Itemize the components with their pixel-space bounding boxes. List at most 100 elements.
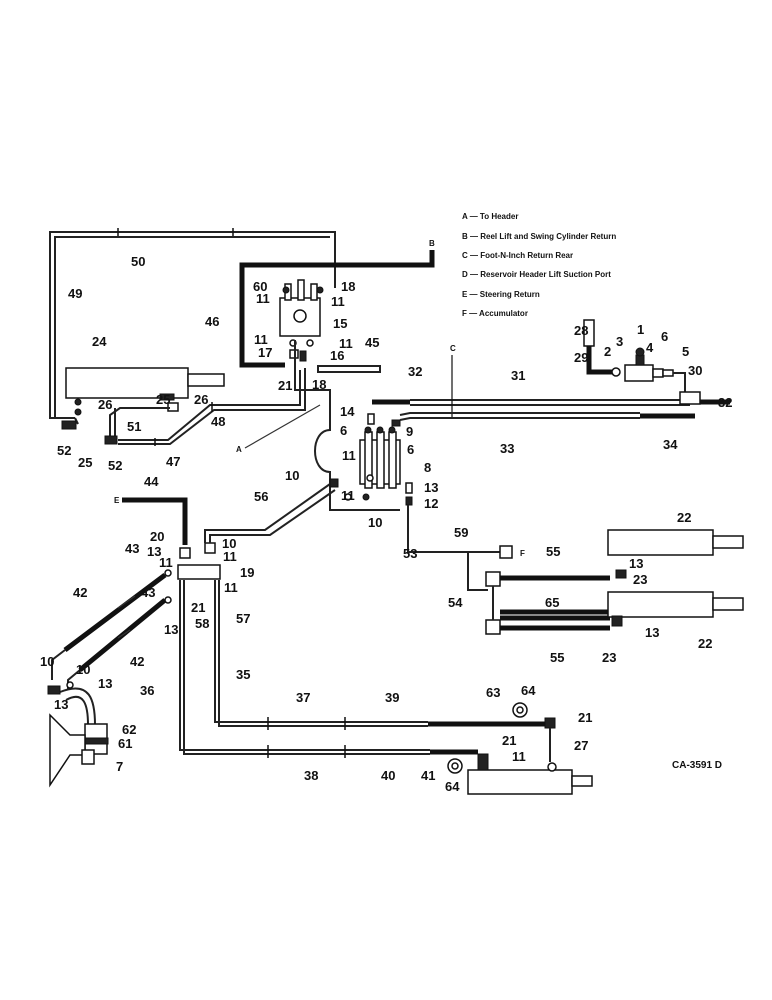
legend-item-f: F — Accumulator — [462, 309, 528, 318]
legend-item-d: D — Reservoir Header Lift Suction Port — [462, 270, 611, 279]
line-36-38-40 — [179, 580, 430, 751]
callout-60: 60 — [253, 279, 267, 294]
callout-52a: 52 — [57, 443, 71, 458]
callout-25a: 25 — [156, 392, 170, 407]
fitting-26a — [74, 398, 82, 406]
callout-13g: 13 — [645, 625, 659, 640]
legend-item-a: A — To Header — [462, 212, 518, 221]
callout-11f: 11 — [341, 488, 355, 503]
callout-45: 45 — [365, 335, 379, 350]
callout-10d: 10 — [40, 654, 54, 669]
callout-27: 27 — [574, 738, 588, 753]
callout-31: 31 — [511, 368, 525, 383]
callout-6b: 6 — [407, 442, 414, 457]
lines-47-48-51 — [104, 368, 306, 446]
steering-wheel — [49, 713, 86, 788]
tube-49-50 — [49, 231, 336, 419]
callout-13d: 13 — [98, 676, 112, 691]
callout-37: 37 — [296, 690, 310, 705]
accumulator-f — [499, 545, 513, 559]
callout-19: 19 — [240, 565, 254, 580]
callout-30: 30 — [688, 363, 702, 378]
callout-11c: 11 — [254, 332, 268, 347]
line-45 — [317, 365, 381, 373]
legend-item-c: C — Foot-N-Inch Return Rear — [462, 251, 573, 260]
callout-28: 28 — [574, 323, 588, 338]
callout-14: 14 — [340, 404, 355, 419]
line-56 — [204, 483, 331, 543]
hose-29 — [586, 346, 615, 375]
callout-40: 40 — [381, 768, 395, 783]
callout-65: 65 — [545, 595, 559, 610]
fitting-60 — [282, 286, 290, 294]
port-a: A — [236, 445, 242, 454]
steering-unit — [47, 681, 109, 788]
callout-10c: 10 — [222, 536, 236, 551]
callout-22a: 22 — [677, 510, 691, 525]
callout-23b: 23 — [602, 650, 616, 665]
callout-21b: 21 — [191, 600, 205, 615]
fitting-14 — [367, 413, 375, 425]
callout-3: 3 — [616, 334, 623, 349]
callout-38: 38 — [304, 768, 318, 783]
callout-64b: 64 — [445, 779, 460, 794]
callout-4: 4 — [646, 340, 654, 355]
callout-21c: 21 — [578, 710, 592, 725]
callout-29: 29 — [574, 350, 588, 365]
callout-39: 39 — [385, 690, 399, 705]
callout-11d: 11 — [339, 336, 353, 351]
callout-10e: 10 — [76, 662, 90, 677]
callout-52b: 52 — [108, 458, 122, 473]
reservoir-neck — [187, 373, 225, 387]
callout-20: 20 — [150, 529, 164, 544]
hose-44 — [122, 497, 188, 545]
hose-42-upper — [63, 573, 167, 652]
line-35-37-39 — [214, 580, 428, 723]
fitting-12 — [405, 496, 413, 506]
callout-63: 63 — [486, 685, 500, 700]
callout-11e: 11 — [342, 448, 356, 463]
steering-return-e — [122, 478, 352, 580]
callout-58: 58 — [195, 616, 209, 631]
valve-19 — [177, 564, 221, 580]
callout-9: 9 — [406, 424, 413, 439]
valve-block-upper — [239, 250, 435, 405]
callout-18b: 18 — [312, 377, 326, 392]
callout-5: 5 — [682, 344, 689, 359]
callout-13b: 13 — [147, 544, 161, 559]
fitting-30 — [679, 391, 701, 405]
callout-33: 33 — [500, 441, 514, 456]
callout-8: 8 — [424, 460, 431, 475]
callout-1: 1 — [637, 322, 644, 337]
callout-11b: 11 — [331, 294, 345, 309]
return-loop-lines — [49, 228, 336, 419]
callout-34: 34 — [663, 437, 678, 452]
port-e: E — [114, 496, 120, 505]
callout-53: 53 — [403, 546, 417, 561]
callout-10a: 10 — [285, 468, 299, 483]
callout-26a: 26 — [98, 397, 112, 412]
fitting-20 — [179, 547, 191, 559]
callout-10b: 10 — [368, 515, 382, 530]
callout-46: 46 — [205, 314, 219, 329]
callout-49: 49 — [68, 286, 82, 301]
callout-61: 61 — [118, 736, 132, 751]
callout-17: 17 — [258, 345, 272, 360]
callout-62: 62 — [122, 722, 136, 737]
callout-18a: 18 — [341, 279, 355, 294]
cylinder-27 — [467, 769, 573, 795]
drawing-code: CA-3591 D — [672, 760, 722, 771]
fitting-9 — [391, 419, 401, 427]
elbow-52 — [61, 420, 77, 430]
callout-54: 54 — [448, 595, 463, 610]
callout-21a: 21 — [278, 378, 292, 393]
legend-item-e: E — Steering Return — [462, 290, 540, 299]
callout-48: 48 — [211, 414, 225, 429]
port-f: F — [520, 549, 525, 558]
callout-32a: 32 — [408, 364, 422, 379]
cylinder-22-upper — [607, 529, 714, 556]
callout-59: 59 — [454, 525, 468, 540]
callout-26b: 26 — [194, 392, 208, 407]
callout-13c: 13 — [164, 622, 178, 637]
